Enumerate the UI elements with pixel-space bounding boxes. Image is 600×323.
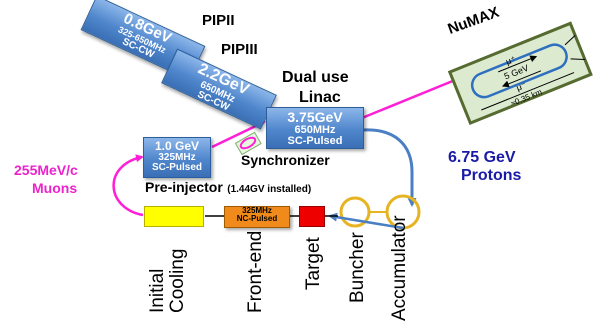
frontend-box-line2: NC-Pulsed [236,214,278,224]
accumulator-label: Accumulator [389,215,410,321]
muons-line1: 255MeV/c [14,162,78,178]
protons-line1: 6.75 GeV [448,149,516,166]
pipiii-label: PIPIII [221,41,258,58]
numax-inset: μ⁺ 5 GeV μ⁻ ≈0.35 km [447,21,593,126]
target-label: Target [303,237,324,290]
frontend-box: 325MHz NC-Pulsed [224,206,290,228]
frontend-label-text: Front-end [245,230,266,313]
accumulator-extraction-line [328,212,404,230]
linac-title-line1: Dual use [282,69,349,86]
preinjector-mode: SC-Pulsed [151,162,202,174]
linac-energy: 3.75GeV [287,109,343,125]
linac-to-numax-arrow [361,76,462,120]
initial-cooling-label: Initial Cooling [147,248,188,313]
buncher-label: Buncher [347,232,368,303]
synchronizer-element [234,131,262,156]
preinjector-label-row: Pre-injector (1.44GV installed) [145,180,311,196]
preinjector-energy: 1.0 GeV [154,139,200,153]
linac-freq: 650MHz [294,123,336,136]
target-box [299,206,325,227]
preinjector-freq: 325MHz [158,151,196,163]
linac-box: 3.75GeV 650MHz SC-Pulsed [266,107,364,149]
preinjector-label: Pre-injector [145,179,223,195]
muon-loop-arrow [112,154,144,217]
accumulator-label-text: Accumulator [389,215,410,321]
preinjector-box: 1.0 GeV 325MHz SC-Pulsed [143,137,211,178]
frontend-label: Front-end [245,230,266,313]
initial-label: Initial [147,268,168,313]
proton-transfer-arrow [361,128,417,207]
frontend-box-line1: 325MHz [242,206,272,215]
cooling-label: Cooling [167,248,188,313]
synchronizer-label: Synchronizer [241,152,330,168]
preinjector-installed: (1.44GV installed) [227,184,312,195]
numax-mu-minus: μ⁻ [515,80,528,93]
target-label-text: Target [303,237,324,290]
linac-title-line2: Linac [299,89,341,106]
buncher-label-text: Buncher [347,232,368,303]
numax-mu-plus: μ⁺ [504,54,517,67]
cooling-box [144,206,204,227]
linac-mode: SC-Pulsed [287,135,343,148]
pipii-label: PIPII [202,12,235,29]
muons-line2: Muons [32,180,78,196]
protons-line2: Protons [461,167,522,184]
